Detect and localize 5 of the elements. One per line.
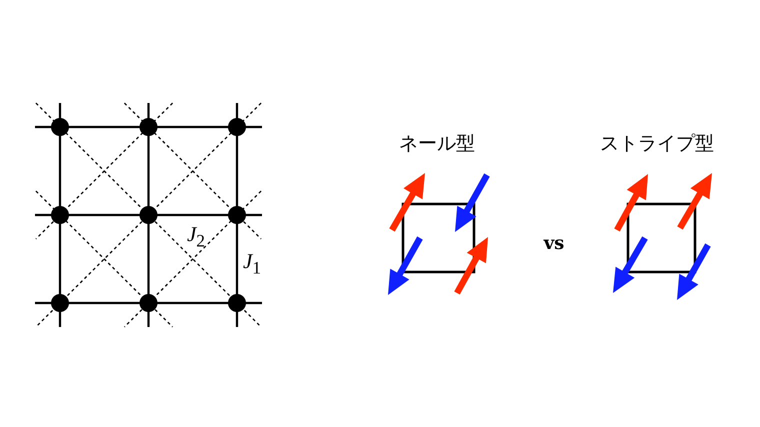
panel-title: ネール型: [399, 134, 475, 154]
panel-title: ストライプ型: [600, 134, 714, 154]
coupling-label: J$_{1}$: [242, 251, 262, 277]
comparison-text: vs: [544, 235, 564, 253]
coupling-label: J$_{2}$: [186, 224, 206, 250]
